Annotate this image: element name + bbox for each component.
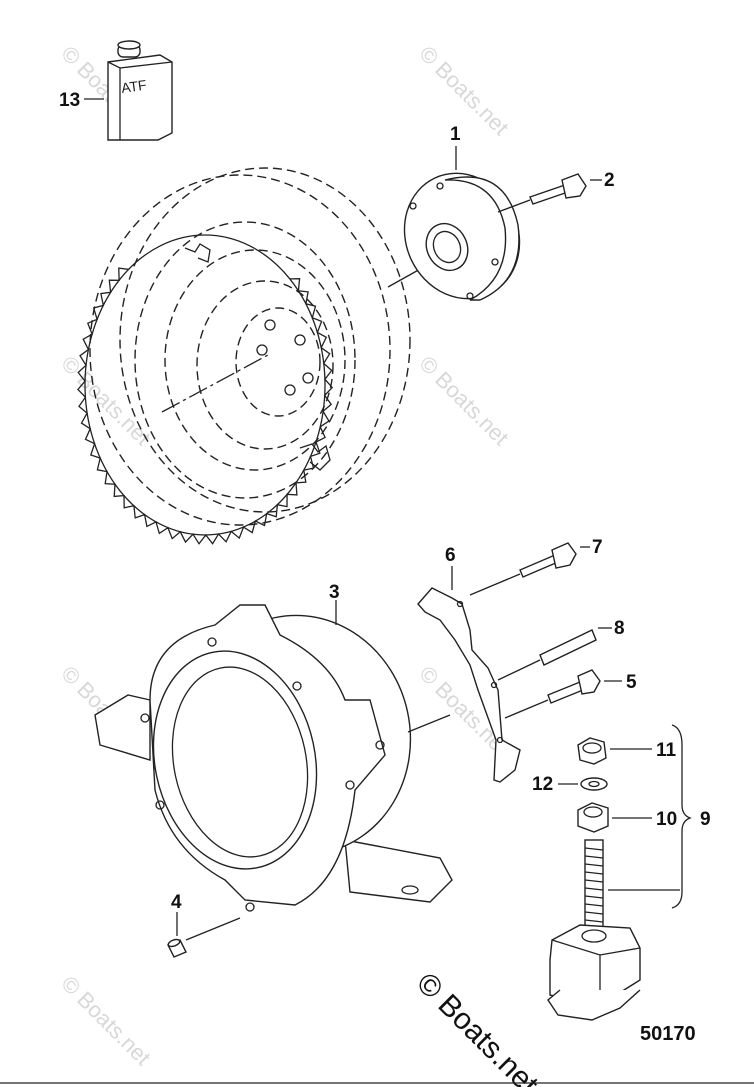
flywheel — [77, 167, 441, 545]
callout-6: 6 — [445, 545, 456, 566]
callout-10: 10 — [656, 809, 677, 830]
callout-2: 2 — [604, 170, 615, 191]
bottle-label: ATF — [120, 77, 147, 96]
watermark-2: © Boats.net — [414, 41, 513, 140]
callout-3: 3 — [329, 582, 340, 603]
callout-12: 12 — [532, 774, 553, 795]
copyright-text: © Boats.net — [410, 967, 545, 1087]
flywheel-housing — [94, 600, 453, 912]
callout-9: 9 — [700, 809, 711, 830]
callout-1: 1 — [450, 124, 461, 145]
callout-5: 5 — [626, 672, 637, 693]
callout-13: 13 — [59, 90, 80, 111]
reference-number: 50170 — [640, 1023, 696, 1045]
watermark-3: © Boats.net — [56, 351, 155, 450]
watermark-4: © Boats.net — [414, 351, 513, 450]
callout-7: 7 — [592, 537, 603, 558]
stud-8 — [497, 627, 612, 681]
bracket-bolt-5 — [504, 669, 622, 719]
watermark-7: © Boats.net — [56, 971, 155, 1070]
bracket — [417, 566, 521, 783]
callout-8: 8 — [614, 618, 625, 639]
engine-mount-assembly — [547, 724, 692, 1021]
dowel-pin — [167, 912, 241, 958]
atf-bottle: ATF — [84, 40, 173, 141]
callout-4: 4 — [171, 892, 182, 913]
bracket-bolt-7 — [469, 542, 590, 596]
callout-11: 11 — [656, 740, 677, 761]
coupler-hub — [403, 146, 521, 301]
hub-bolt — [497, 173, 602, 213]
